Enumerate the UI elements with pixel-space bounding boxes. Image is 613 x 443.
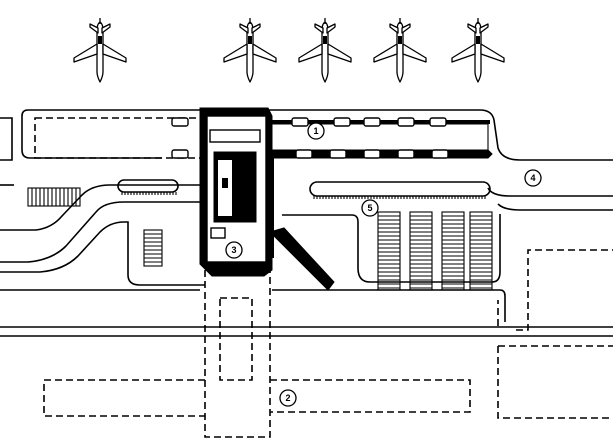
parking-lots	[27, 187, 493, 291]
gate	[397, 117, 415, 127]
parking-lot	[27, 187, 81, 207]
callout-3-label: 3	[231, 245, 236, 255]
gate	[333, 117, 351, 127]
gate	[295, 149, 313, 159]
callout-2: 2	[279, 389, 297, 407]
callout-1: 1	[307, 122, 325, 140]
gate	[291, 117, 309, 127]
future-expansion	[43, 249, 613, 438]
callout-3: 3	[225, 241, 243, 259]
gate	[171, 149, 189, 159]
gate	[171, 117, 189, 127]
apron-and-roads	[0, 109, 613, 337]
gate	[363, 117, 381, 127]
gate	[329, 149, 347, 159]
airplane-icon	[451, 17, 505, 83]
airplane-icon	[223, 17, 277, 83]
jet-bridges	[171, 117, 449, 159]
bus-bays	[117, 179, 491, 197]
callouts: 1 2 3 4 5	[225, 122, 542, 407]
callout-4-label: 4	[530, 173, 535, 183]
parking-lot	[143, 229, 163, 267]
callout-1-label: 1	[313, 126, 318, 136]
parking-lot	[377, 211, 401, 291]
airplane-icon	[373, 17, 427, 83]
parking-lot	[469, 211, 493, 291]
callout-5: 5	[361, 199, 379, 217]
callout-4: 4	[524, 169, 542, 187]
airplane-icon	[298, 17, 352, 83]
aircraft-row	[73, 17, 505, 83]
gate	[397, 149, 415, 159]
parking-lot	[409, 211, 433, 291]
callout-2-label: 2	[285, 393, 290, 403]
callout-5-label: 5	[367, 203, 372, 213]
gate	[429, 117, 447, 127]
terminal-building	[199, 107, 273, 277]
gate	[431, 149, 449, 159]
gate	[363, 149, 381, 159]
parking-lot	[441, 211, 465, 291]
airplane-icon	[73, 17, 127, 83]
